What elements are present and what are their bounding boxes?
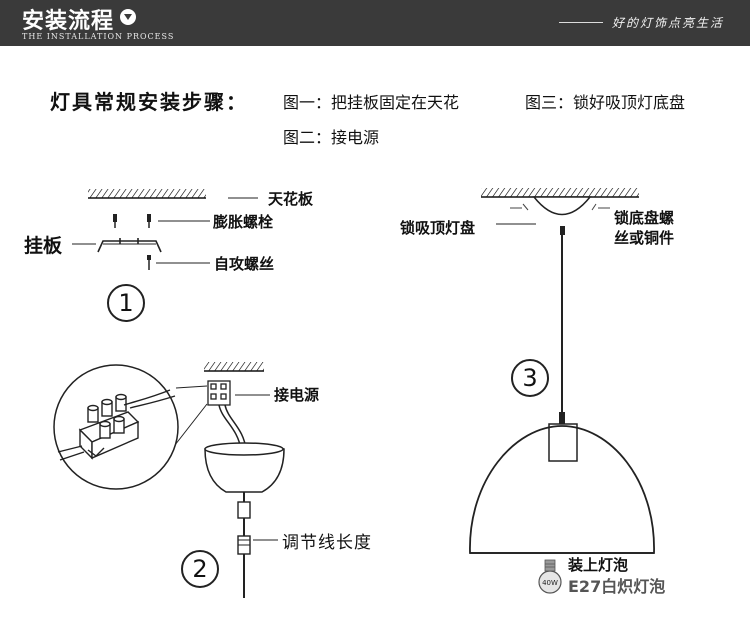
cord-grip-upper [237,501,251,519]
mounting-plate [97,238,162,253]
expansion-bolt-right [147,214,151,228]
canopy-bowl [204,442,285,493]
mounting-plate-label: 挂板 [24,235,63,257]
ceiling-hatch-1 [88,189,206,199]
steps-heading: 灯具常规安装步骤： [50,90,248,114]
terminal-block [207,380,231,406]
step-number-3: 3 [511,359,549,397]
step3-text: 图三：锁好吸顶灯底盘 [525,93,686,112]
lamp-holder [548,423,578,462]
terminal-connector-zoom [57,389,176,461]
ceiling-label: 天花板 [268,190,314,208]
step-number-1: 1 [107,284,145,322]
self-tapping-screw-label: 自攻螺丝 [214,255,275,273]
ceiling-hatch-2 [204,362,264,372]
power-connection-label: 接电源 [274,386,320,404]
expansion-bolt-label: 膨胀螺栓 [213,213,274,231]
header-divider [559,22,603,23]
header-title: 安装流程 [22,8,115,34]
ceiling-hatch-3 [481,188,639,198]
light-bulb-icon: 40W [538,559,562,594]
wire-length-label: 调节线长度 [282,533,372,553]
lock-label-line2: 丝或铜件 [614,229,675,247]
dome-shade [469,425,655,554]
header-bar: 安装流程 THE INSTALLATION PROCESS 好的灯饰点亮生活 [0,0,750,46]
step2-text: 图二：接电源 [283,128,380,147]
step1-text: 图一：把挂板固定在天花 [283,93,460,112]
header-subtitle: THE INSTALLATION PROCESS [22,32,175,41]
ceiling-canopy [532,196,592,216]
lock-label-line1: 锁底盘螺 [614,209,675,227]
install-bulb-label: 装上灯泡 [568,556,629,574]
bulb-type-label: E27白炽灯泡 [568,577,666,596]
fastening-marks [510,203,610,211]
step-number-2: 2 [181,550,219,588]
chevron-down-icon [120,9,136,25]
self-tapping-screw [147,255,151,270]
expansion-bolt-left [113,214,117,228]
canopy-label: 锁吸顶灯盘 [400,219,476,237]
header-slogan: 好的灯饰点亮生活 [612,16,725,30]
bulb-wattage: 40W [542,579,558,587]
